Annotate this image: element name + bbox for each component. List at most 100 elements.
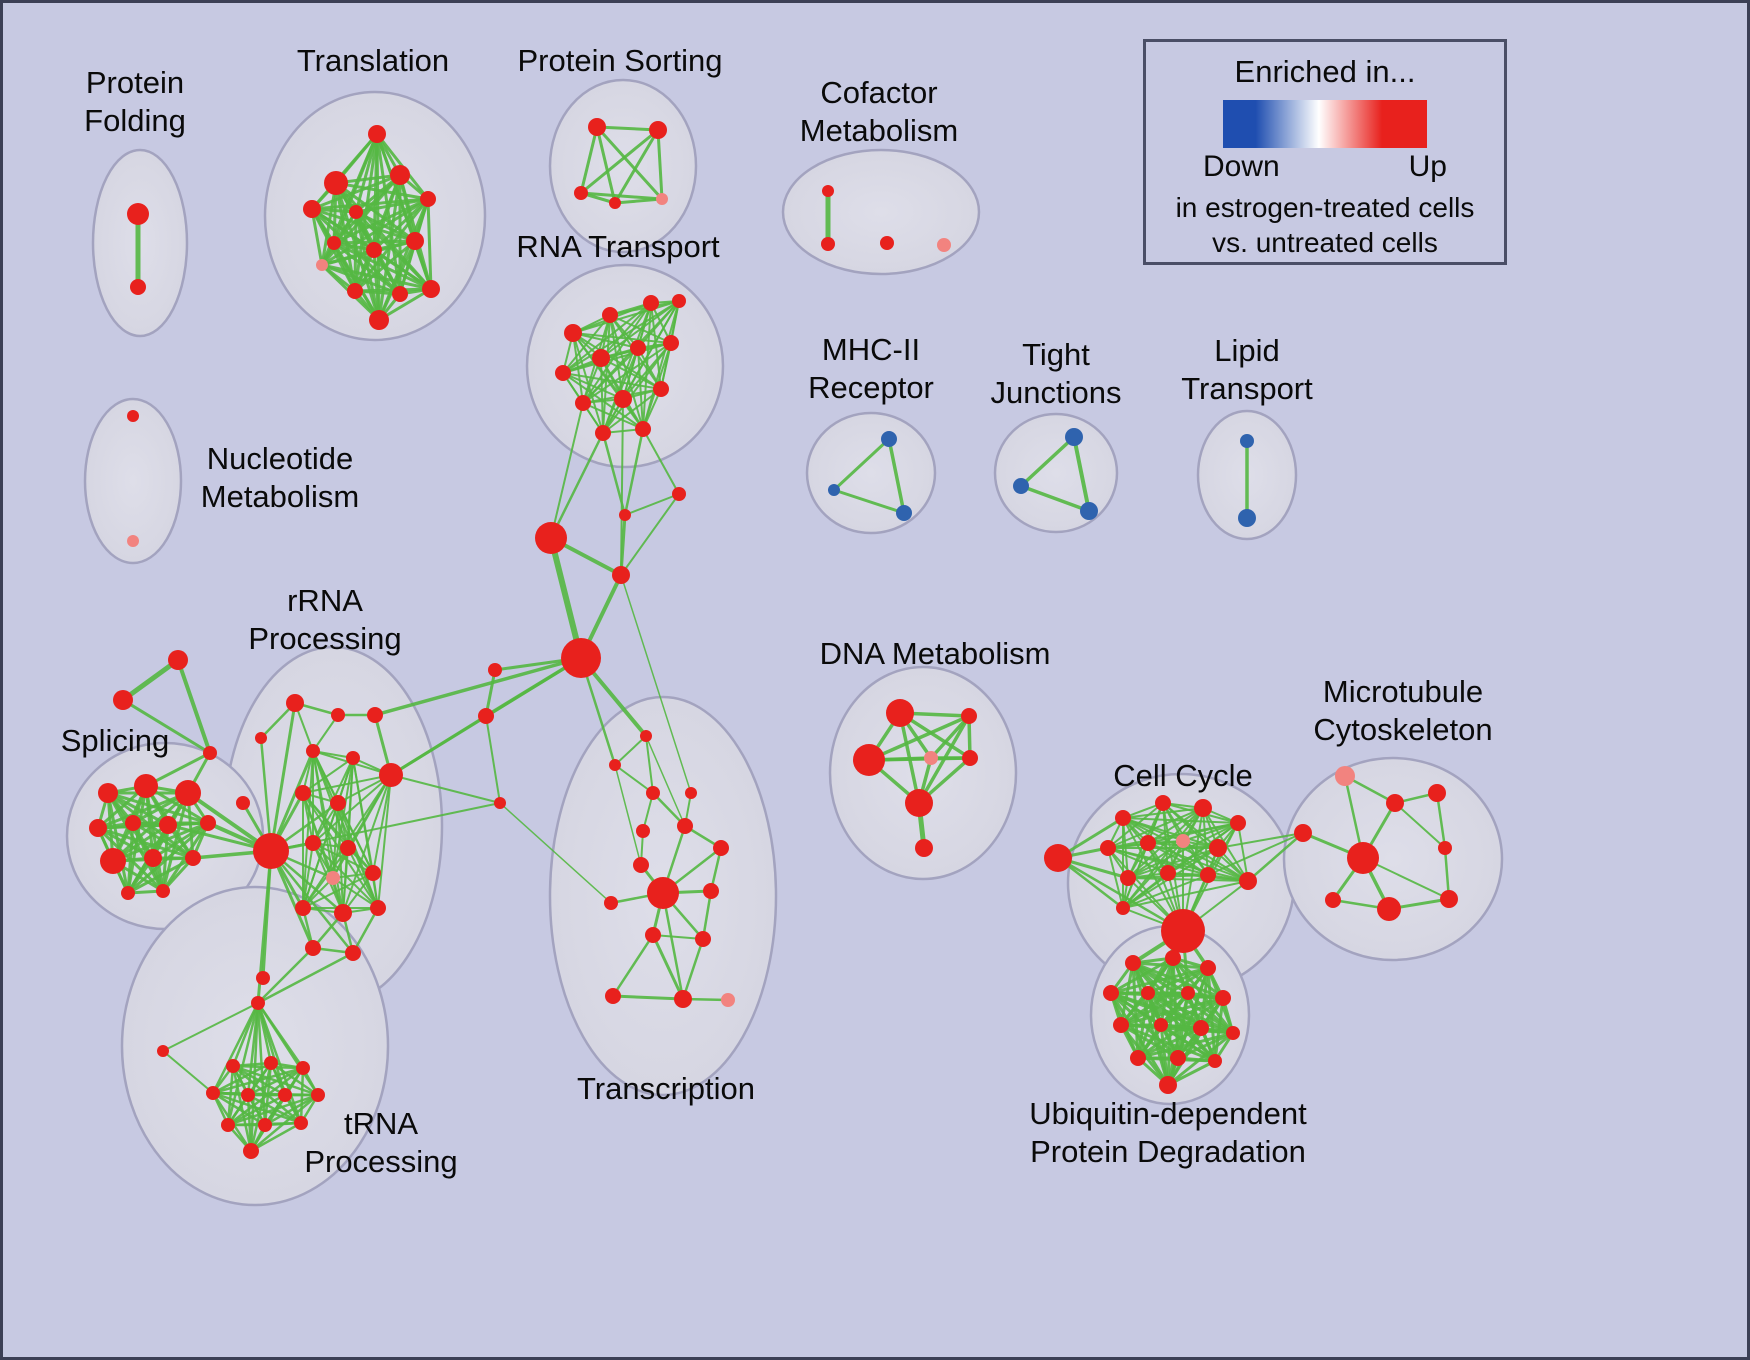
network-edge (269, 749, 315, 853)
network-edge (332, 877, 379, 909)
network-edge (246, 1093, 253, 1153)
network-edge (651, 933, 685, 1001)
network-node (406, 232, 424, 250)
network-node (896, 505, 912, 521)
network-edge (302, 792, 314, 844)
network-node (1013, 478, 1029, 494)
network-edge (337, 802, 379, 909)
cluster-label-splicing: Splicing (61, 723, 170, 758)
network-edge (701, 889, 713, 941)
network-node (306, 744, 320, 758)
network-node (609, 759, 621, 771)
network-node (303, 200, 321, 218)
network-edge (320, 263, 433, 291)
network-edge (1122, 807, 1204, 909)
network-edge (162, 1050, 214, 1094)
network-edge (1122, 874, 1209, 909)
network-node (713, 840, 729, 856)
network-node (331, 708, 345, 722)
network-node (324, 171, 348, 195)
network-node (1155, 795, 1171, 811)
network-node (420, 191, 436, 207)
network-edge (256, 1001, 320, 1097)
network-node (311, 1088, 325, 1102)
legend-up-label: Up (1408, 150, 1447, 183)
network-node (330, 795, 346, 811)
network-node (555, 365, 571, 381)
network-edge (302, 774, 392, 794)
network-node (1165, 950, 1181, 966)
network-edge (485, 715, 501, 804)
network-node (646, 786, 660, 800)
network-edge (106, 791, 130, 895)
network-node (880, 236, 894, 250)
network-node (221, 1118, 235, 1132)
network-node (175, 780, 201, 806)
network-edge (302, 842, 314, 909)
network-node (561, 638, 601, 678)
network-edge (1176, 1031, 1235, 1060)
network-edge (1107, 847, 1124, 909)
network-node (663, 335, 679, 351)
network-edge (562, 372, 662, 390)
network-edge (351, 906, 380, 955)
network-node (604, 896, 618, 910)
network-node (630, 340, 646, 356)
network-node (1140, 835, 1156, 851)
network-edge (1056, 856, 1185, 933)
network-edge (337, 802, 374, 874)
network-node (1181, 986, 1195, 1000)
network-node (649, 121, 667, 139)
network-node (962, 750, 978, 766)
network-node (422, 280, 440, 298)
network-edge (354, 132, 379, 214)
network-edge (619, 513, 627, 577)
network-node (1116, 901, 1130, 915)
network-node (1065, 428, 1083, 446)
cluster-ellipse-nucleotide-metabolism (83, 397, 183, 565)
network-edge (302, 847, 349, 909)
network-node (645, 927, 661, 943)
network-node (294, 1116, 308, 1130)
network-node (1238, 509, 1256, 527)
network-edge (623, 427, 645, 517)
network-node (588, 118, 606, 136)
network-edge (499, 802, 612, 904)
network-edge (832, 437, 891, 492)
network-edge (269, 849, 355, 955)
network-node (327, 236, 341, 250)
legend-down-label: Down (1203, 150, 1280, 183)
network-node (915, 839, 933, 857)
network-edge (645, 735, 686, 827)
network-edge (1109, 956, 1175, 995)
network-node (653, 381, 669, 397)
network-node (258, 1118, 272, 1132)
network-node (924, 751, 938, 765)
cluster-label-cell-cycle: Cell Cycle (1113, 758, 1253, 793)
network-edge (614, 764, 654, 794)
network-node (1170, 1050, 1186, 1066)
network-edge (377, 774, 392, 909)
network-node (1193, 1020, 1209, 1036)
network-edge (1107, 847, 1249, 882)
network-node (326, 871, 340, 885)
network-edge (1127, 847, 1219, 879)
network-node (305, 835, 321, 851)
network-node (156, 884, 170, 898)
network-edge (263, 1093, 320, 1127)
network-edge (1107, 802, 1164, 849)
network-edge (681, 937, 705, 1001)
network-node (614, 390, 632, 408)
network-edge (353, 239, 417, 293)
network-node (286, 694, 304, 712)
network-node (1230, 815, 1246, 831)
network-edge (562, 300, 680, 374)
network-edge (1182, 822, 1239, 842)
network-edge (120, 657, 181, 703)
network-edge (121, 698, 212, 755)
network-node (961, 708, 977, 724)
network-edge (595, 125, 664, 201)
